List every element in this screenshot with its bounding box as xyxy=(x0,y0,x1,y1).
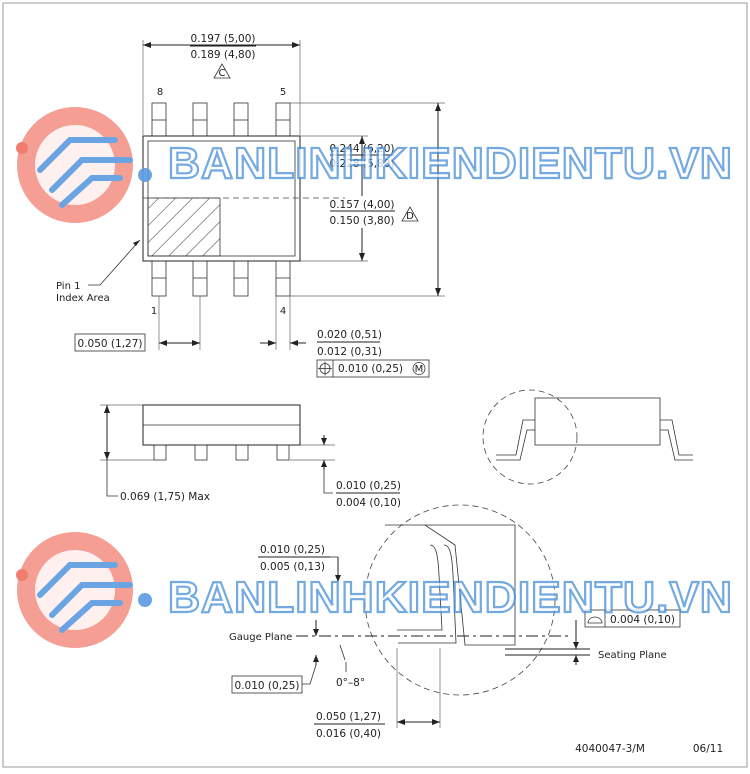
side-lead xyxy=(276,444,290,461)
mmc-modifier-icon xyxy=(412,362,426,375)
detail-lead-lower xyxy=(398,544,457,644)
coplanarity-frame xyxy=(584,609,681,628)
lead-thk-min-label: 0.005 (0,13) xyxy=(260,561,325,573)
watermark-bottom: BANLINHKIENDIENTU.VN xyxy=(16,532,733,648)
coplanarity-label: 0.004 (0,10) xyxy=(610,614,675,626)
doc-date: 06/11 xyxy=(693,743,723,755)
detail-circle xyxy=(482,389,578,485)
width-max-label: 0.197 (5,00) xyxy=(191,33,256,45)
lead-width-min-label: 0.012 (0,31) xyxy=(317,346,382,358)
pin-8-label: 8 xyxy=(157,87,163,98)
gauge-dim-label: 0.010 (0,25) xyxy=(235,680,300,692)
lead-top xyxy=(275,102,291,137)
detail-lead-upper xyxy=(397,544,443,631)
tolerance-label: 0.010 (0,25) xyxy=(338,363,403,375)
package-body xyxy=(142,135,301,262)
end-view-lead-right xyxy=(660,419,693,456)
foot-max-label: 0.050 (1,27) xyxy=(316,711,381,723)
pin-1-label: 1 xyxy=(151,306,157,317)
note-d-triangle xyxy=(401,206,419,222)
side-lead xyxy=(153,444,167,461)
end-view-body xyxy=(534,397,661,446)
lead-bottom xyxy=(151,260,167,297)
pin-4-label: 4 xyxy=(280,306,286,317)
width-min-label: 0.189 (4,80) xyxy=(191,49,256,61)
watermark-logo-icon xyxy=(16,107,152,223)
foot-min-label: 0.016 (0,40) xyxy=(316,728,381,740)
detail-view: 0.010 (0,25) 0.005 (0,13) Gauge Plane 0.… xyxy=(229,504,681,740)
standoff-max-label: 0.010 (0,25) xyxy=(336,480,401,492)
lead-top xyxy=(151,102,167,137)
note-c-triangle xyxy=(213,63,231,79)
watermark-text: BANLINHKIENDIENTU.VN xyxy=(168,139,733,188)
watermark-logo-icon xyxy=(16,532,152,648)
pitch-box xyxy=(74,333,146,352)
gauge-plane-label: Gauge Plane xyxy=(229,632,292,643)
watermark-top: BANLINHKIENDIENTU.VN xyxy=(16,107,733,223)
pin1-index-area xyxy=(147,197,221,257)
end-view-lead-left xyxy=(496,419,535,456)
note-c-letter: C xyxy=(219,68,226,79)
lead-bottom xyxy=(233,260,249,297)
pitch-label: 0.050 (1,27) xyxy=(78,338,143,350)
body-min-label: 0.150 (3,80) xyxy=(330,215,395,227)
flatness-symbol-icon xyxy=(587,616,603,624)
lead-bottom xyxy=(192,260,208,297)
pin1-label-line2: Index Area xyxy=(56,293,110,304)
detail-body xyxy=(385,524,516,646)
body-max-label: 0.157 (4,00) xyxy=(330,199,395,211)
lead-thk-max-label: 0.010 (0,25) xyxy=(260,544,325,556)
seating-plane-label: Seating Plane xyxy=(598,650,667,661)
lead-width-max-label: 0.020 (0,51) xyxy=(317,329,382,341)
doc-number: 4040047-3/M xyxy=(575,743,645,755)
mmc-modifier-letter: M xyxy=(415,364,424,375)
pin-5-label: 5 xyxy=(280,87,286,98)
watermark-text: BANLINHKIENDIENTU.VN xyxy=(168,573,733,622)
side-lead xyxy=(235,444,249,461)
gauge-dim-box xyxy=(231,675,303,694)
lead-top xyxy=(192,102,208,137)
pin1-label-line1: Pin 1 xyxy=(56,281,80,292)
lead-top xyxy=(233,102,249,137)
side-lead xyxy=(194,444,208,461)
tolerance-frame xyxy=(316,359,430,378)
standoff-min-label: 0.004 (0,10) xyxy=(336,497,401,509)
detail-view-circle xyxy=(364,504,556,696)
top-view: 0.197 (5,00) 0.189 (4,80) C 8 5 xyxy=(56,33,445,378)
height-max-label: 0.069 (1,75) Max xyxy=(120,491,210,503)
angle-label: 0°–8° xyxy=(336,677,365,689)
side-view: 0.069 (1,75) Max 0.010 (0,25) 0.004 (0,1… xyxy=(100,389,693,509)
lead-bottom xyxy=(275,260,291,297)
note-d-letter: D xyxy=(406,211,414,222)
